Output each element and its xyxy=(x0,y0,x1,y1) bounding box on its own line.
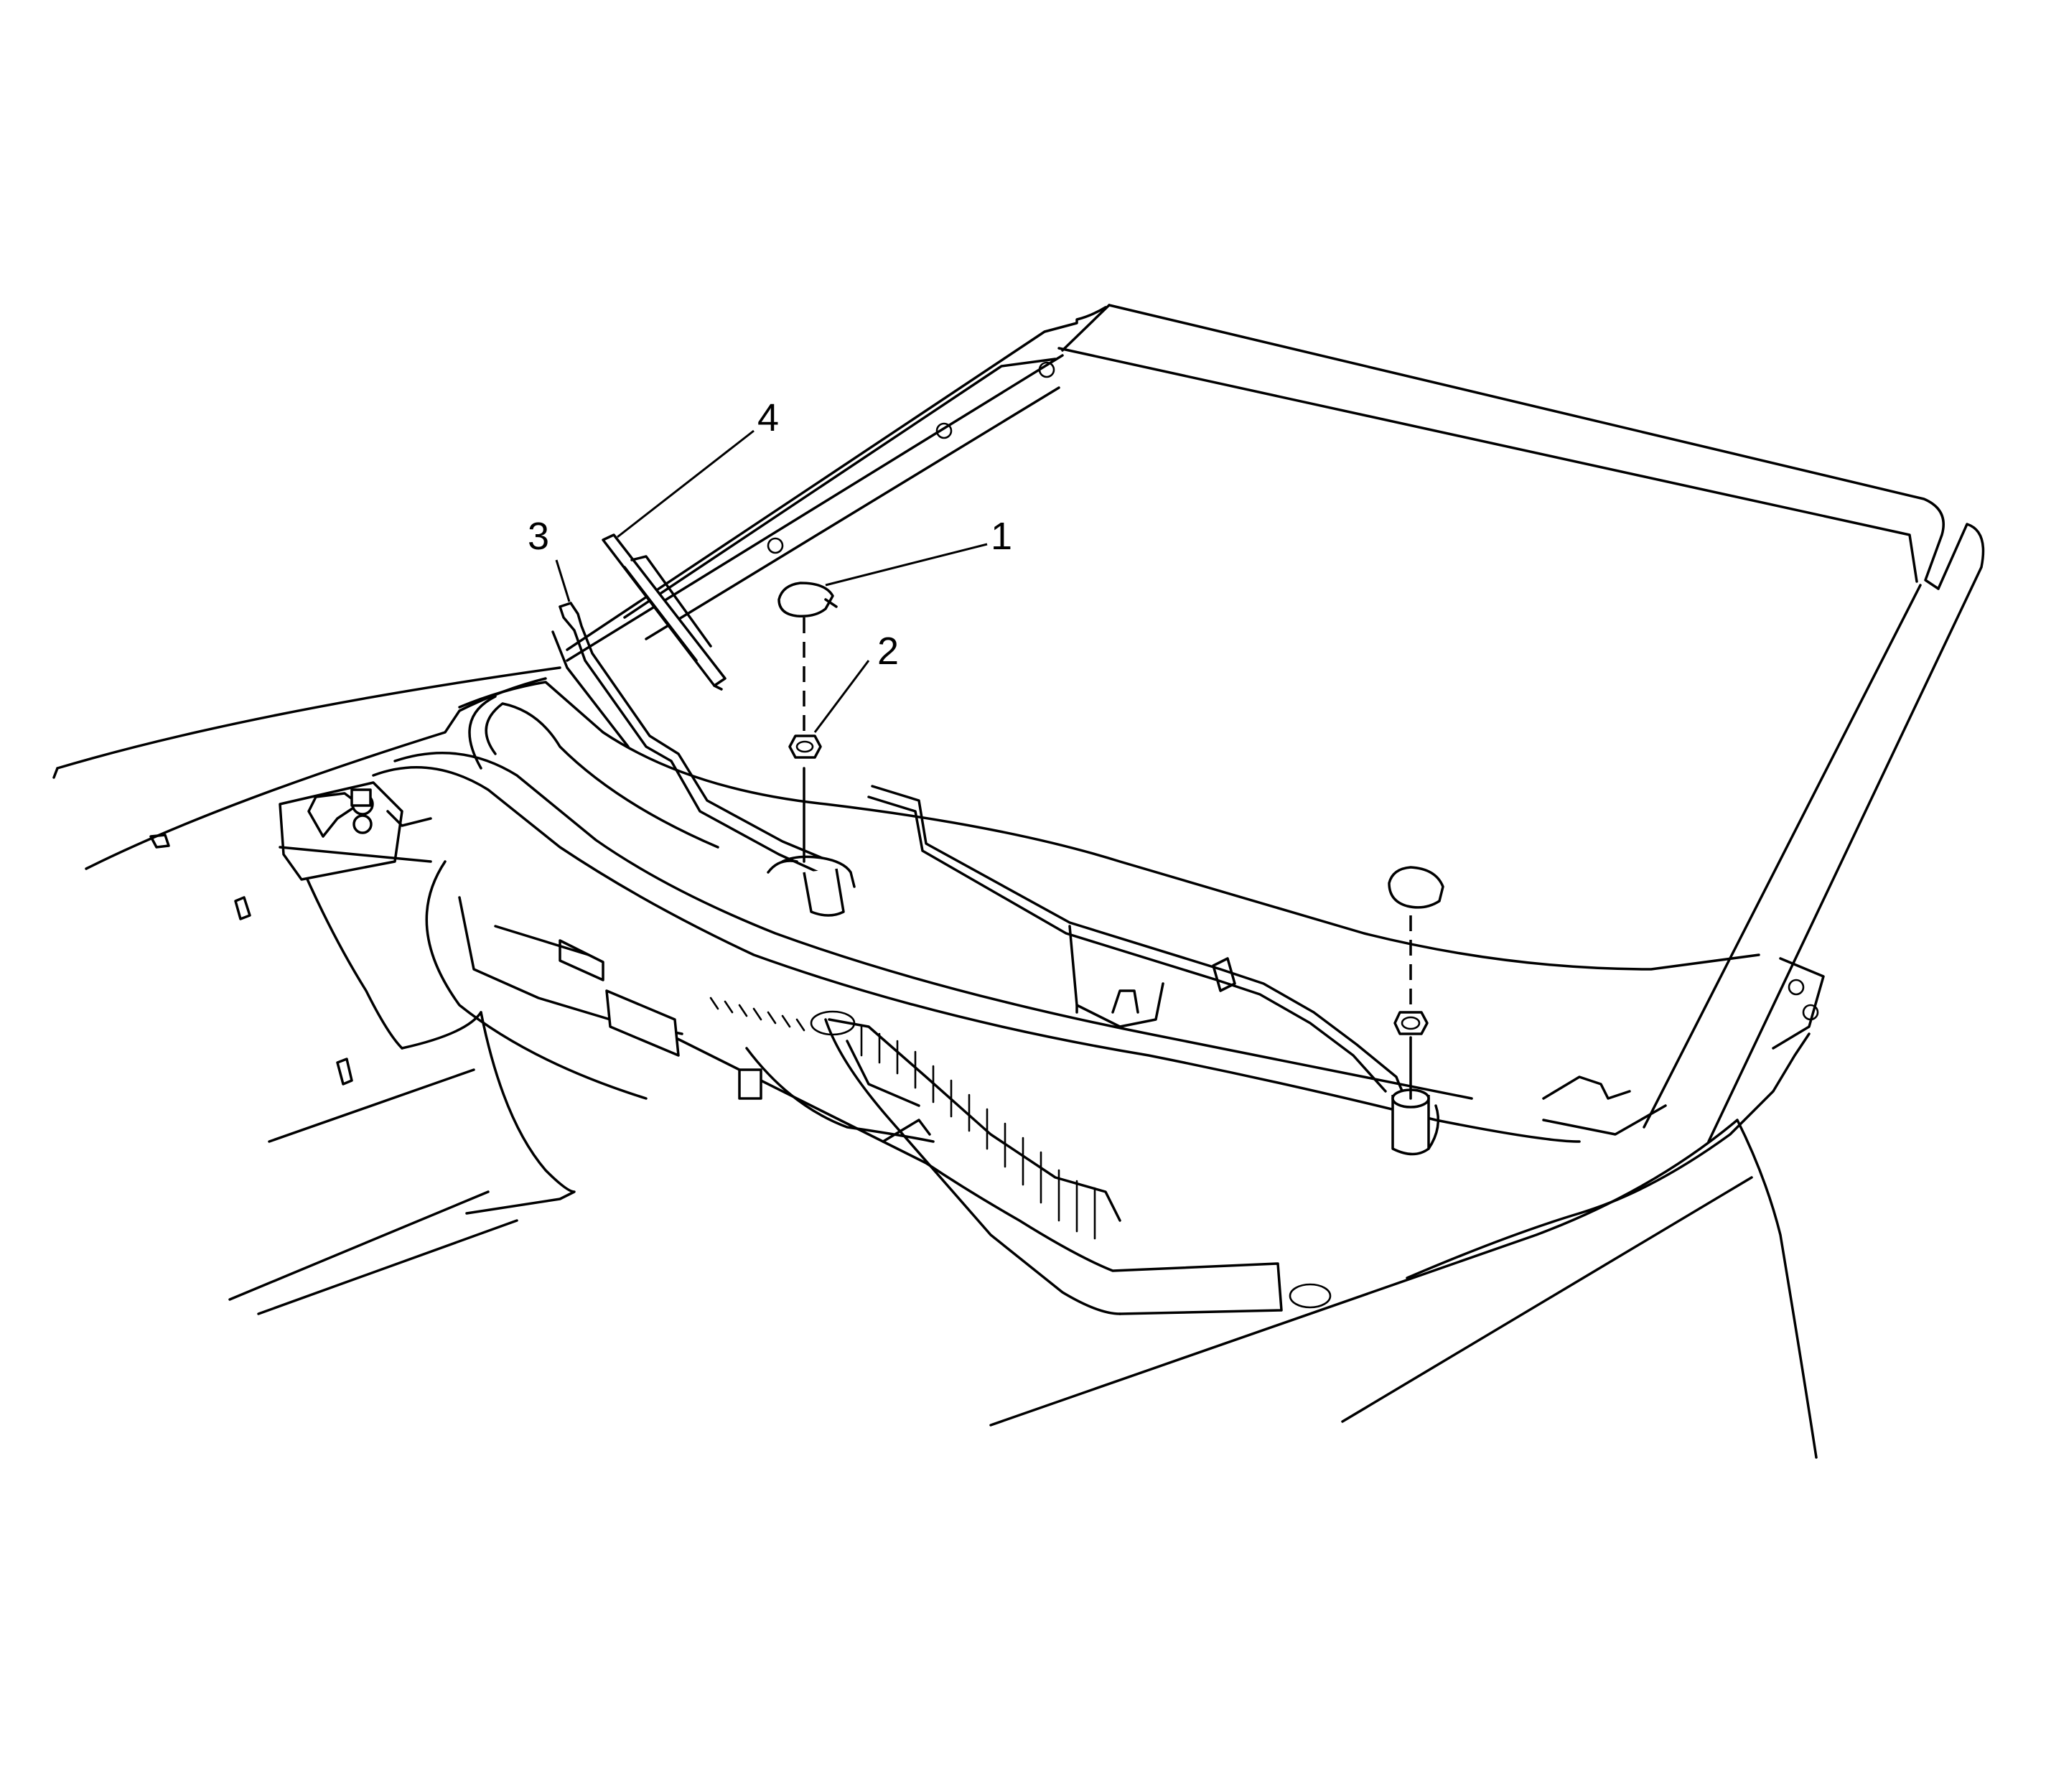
left-pivot-cap xyxy=(777,582,838,618)
callout-1: 1 xyxy=(991,515,1012,558)
cowl-grille xyxy=(709,997,1332,1309)
callout-2: 2 xyxy=(877,630,899,673)
leader-lines xyxy=(555,429,988,733)
right-nut xyxy=(1393,1011,1429,1035)
right-pivot xyxy=(1391,1036,1430,1156)
callout-4: 4 xyxy=(757,396,779,439)
right-wiper-arm xyxy=(867,785,1440,1150)
cowl-panel xyxy=(372,681,1818,1459)
left-wiper-blade xyxy=(602,533,727,691)
windshield xyxy=(566,304,1985,1143)
right-pivot-cap xyxy=(1388,866,1444,909)
strut-tower xyxy=(279,781,432,881)
left-pivot xyxy=(767,767,856,917)
left-wiper-arm xyxy=(551,602,823,874)
left-fender xyxy=(52,666,576,1315)
callout-3: 3 xyxy=(528,515,549,558)
left-nut xyxy=(788,734,822,759)
